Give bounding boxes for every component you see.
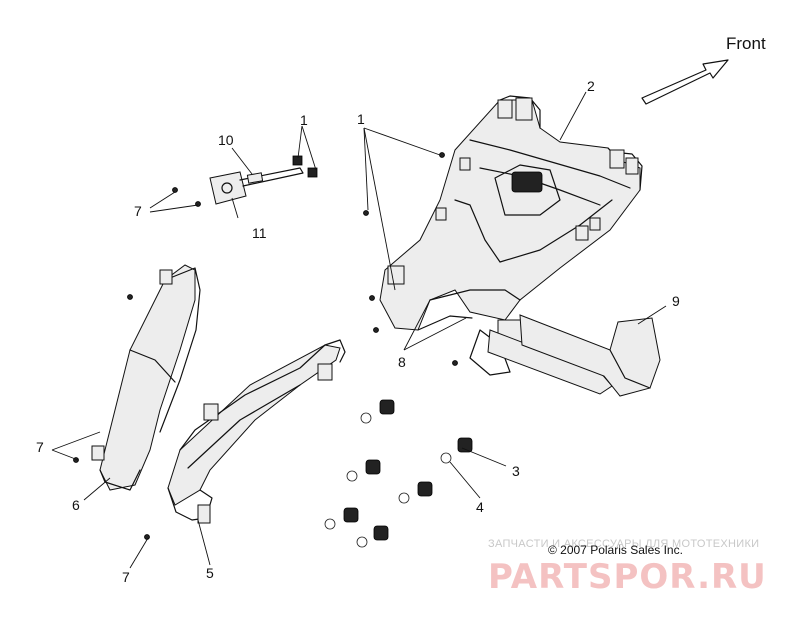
callout-8: 8 — [398, 354, 406, 370]
callout-10: 10 — [218, 132, 234, 148]
callout-6: 6 — [72, 497, 80, 513]
callout-9: 9 — [672, 293, 680, 309]
watermark-tagline: ЗАПЧАСТИ И АКСЕССУАРЫ ДЛЯ МОТОТЕХНИКИ — [488, 538, 759, 550]
front-arrow: Front — [641, 34, 766, 105]
callout-1-top: 1 — [300, 112, 308, 128]
callout-5: 5 — [206, 565, 214, 581]
bulb-sockets — [343, 399, 473, 541]
callout-3: 3 — [512, 463, 520, 479]
callout-1-frame: 1 — [357, 111, 365, 127]
callout-2: 2 — [587, 78, 595, 94]
leader-lines — [51, 91, 667, 569]
left-headlight-housing — [91, 264, 201, 491]
headlight-bracket-frame — [379, 95, 643, 376]
callout-4: 4 — [476, 499, 484, 515]
callout-11: 11 — [252, 225, 267, 241]
callout-7-bottom: 7 — [122, 569, 130, 585]
right-headlight-housing — [167, 339, 346, 524]
screws — [73, 152, 458, 540]
bulbs — [324, 412, 452, 548]
adjuster-bracket — [209, 155, 318, 205]
bracket-plate — [519, 314, 661, 397]
callout-7-top: 7 — [134, 203, 142, 219]
front-label: Front — [726, 34, 766, 53]
watermark-brand: PARTSPOR.RU — [488, 557, 767, 597]
copyright-notice: © 2007 Polaris Sales Inc. — [548, 543, 683, 557]
callout-7-left: 7 — [36, 439, 44, 455]
